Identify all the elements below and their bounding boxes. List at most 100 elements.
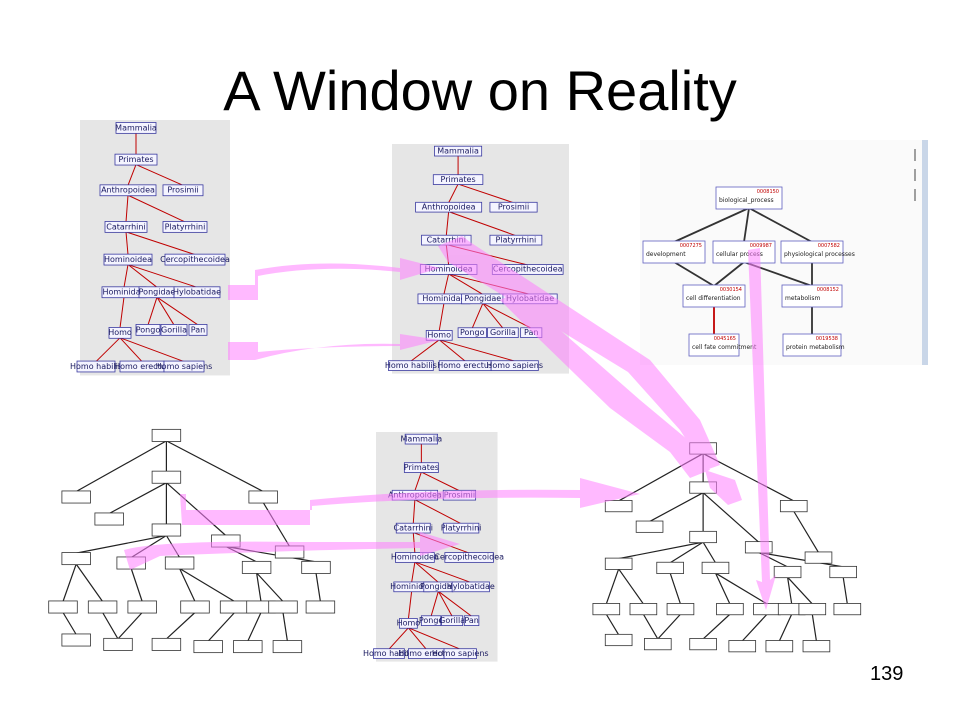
taxon-label: Homo erectus [114, 362, 170, 371]
taxon-node-box [108, 327, 132, 339]
taxon-node-box [403, 462, 439, 473]
page-number: 139 [870, 663, 904, 685]
taxon-label: Homo sapiens [486, 361, 543, 370]
taxon-node-box [115, 122, 157, 134]
go-panel-scrollbar[interactable] [922, 140, 928, 365]
taxon-node-box [76, 360, 116, 373]
organ-node-box [773, 565, 802, 579]
taxon-node-box [457, 327, 487, 338]
organ-node-box [301, 560, 331, 574]
go-edge [743, 207, 750, 243]
taxon-node-box [162, 184, 204, 197]
tree-edge [127, 164, 137, 186]
taxon-label: Catarrhini [106, 222, 145, 231]
organ-node-box [644, 638, 672, 651]
organ-edge [76, 534, 167, 554]
organ-edge [702, 613, 731, 640]
taxon-label: Homo [108, 328, 132, 337]
taxon-label: Anthropoidea [422, 202, 476, 211]
organ-edge [166, 482, 227, 536]
organ-node-box [193, 640, 223, 654]
go-edge [673, 207, 750, 243]
tree-edge [127, 264, 158, 288]
taxon-node-box [188, 324, 208, 336]
go-node-id: 0008152 [817, 287, 839, 293]
organ-node-box [635, 520, 664, 533]
organ-node-box [127, 600, 157, 614]
tree-edge [448, 211, 517, 237]
taxon-label: Pongidae [420, 582, 457, 591]
taxon-node-box [444, 552, 494, 563]
taxon-node-box [441, 615, 464, 626]
arrow-organ-lower [124, 532, 460, 570]
taxon-label: Hominidae [422, 294, 465, 303]
tree-edge [411, 561, 416, 583]
organ-edge [102, 612, 119, 640]
taxon-label: Platyrrhini [165, 222, 206, 231]
go-node-id: 0030154 [720, 287, 742, 293]
taxon-label: Pan [464, 616, 478, 625]
arrow-organ-upper [180, 478, 640, 525]
organ-node-box [151, 470, 182, 484]
organ-node-box [629, 603, 658, 616]
tree-edge [135, 164, 184, 186]
tree-edge [414, 499, 462, 525]
organ-edge [618, 568, 644, 605]
taxon-node-box [432, 174, 484, 185]
go-node-id: 0045165 [714, 336, 736, 342]
taxon-label: Mammalia [437, 146, 479, 155]
tree-edge [156, 296, 199, 326]
tree-edge [471, 303, 484, 329]
taxon-label: Primates [118, 155, 153, 164]
organ-edge [62, 612, 77, 635]
arrow-hominoidea [228, 258, 440, 300]
organ-node-box [666, 603, 695, 616]
organ-node-box [268, 600, 298, 614]
taxon-label: Primates [441, 175, 476, 184]
taxon-node-box [135, 324, 161, 336]
organ-edge [715, 572, 768, 605]
tree-edge [119, 337, 143, 362]
taxon-label: Pongo [419, 616, 444, 625]
organ-node-box [151, 523, 182, 537]
organ-edge [786, 577, 793, 605]
tree-edge [438, 590, 472, 617]
organ-node-box [272, 640, 303, 654]
go-node-box [682, 284, 746, 308]
taxon-label: Catarrhini [427, 235, 466, 244]
organ-node-box [716, 603, 744, 616]
tree-edge [388, 627, 409, 650]
tree-edge [407, 591, 413, 619]
tree-edge [443, 273, 450, 295]
taxon-node-box [104, 221, 148, 233]
tree-edge [410, 339, 440, 362]
taxon-label: Gorilla [490, 328, 516, 337]
organ-node-box [592, 603, 621, 616]
go-node-label: development [646, 251, 686, 258]
organ-node-box [94, 512, 124, 526]
organ-edge [179, 568, 196, 602]
organ-edge [165, 612, 196, 640]
go-edge [748, 207, 813, 243]
organ-edge [108, 482, 167, 515]
organ-edge [117, 612, 143, 640]
go-node-label: biological_process [719, 197, 774, 204]
go-node-box [782, 333, 842, 357]
taxon-label: Platyrrhini [441, 523, 482, 532]
go-node-id: 0019538 [816, 336, 838, 342]
tree-edge [437, 591, 453, 617]
tree-edge [408, 627, 461, 650]
arrow-go-vertical [748, 248, 776, 610]
taxon-label: Hominoidea [104, 255, 152, 264]
go-node-label: protein metabolism [786, 344, 845, 351]
tree-edge [448, 183, 459, 203]
organ-edge [649, 492, 704, 523]
taxon-node-box [163, 360, 205, 373]
taxon-node-box [114, 153, 158, 166]
organ-node-box [151, 637, 182, 651]
organ-edge [62, 563, 77, 602]
go-node-id: 0009987 [750, 243, 772, 249]
taxon-node-box [415, 201, 483, 213]
tree-edge [127, 264, 198, 288]
taxon-label: Mammalia [115, 123, 157, 132]
